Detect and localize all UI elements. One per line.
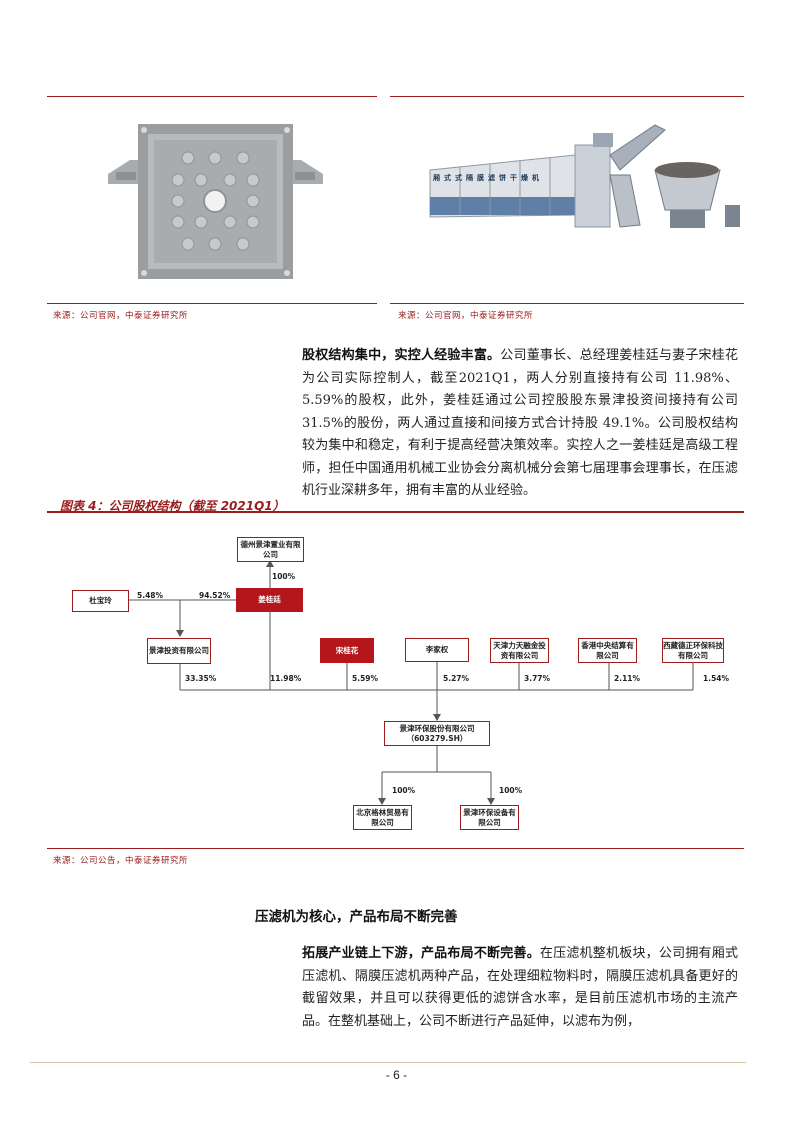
pct-xizang: 1.54% [703, 674, 730, 683]
machine-banner-char: 燥 [521, 174, 528, 182]
pct-invest: 33.35% [185, 674, 217, 683]
source-right: 来源：公司官网，中泰证券研究所 [398, 311, 534, 321]
pct-jiang: 11.98% [270, 674, 302, 683]
figure-title: 图表 4：公司股权结构（截至 2021Q1） [60, 499, 285, 513]
node-xizang: 西藏德正环保科技有限公司 [662, 638, 724, 663]
section-heading: 压滤机为核心，产品布局不断完善 [255, 909, 458, 925]
node-jingjin-invest: 景津投资有限公司 [147, 638, 211, 664]
paragraph-equity-bold: 股权结构集中，实控人经验丰富。 [302, 348, 501, 363]
pct-beijing: 100% [392, 786, 416, 795]
paragraph-equity-text: 公司董事长、总经理姜桂廷与妻子宋桂花为公司实际控制人，截至2021Q1，两人分别… [302, 348, 738, 498]
source-rule-right [390, 303, 744, 304]
machine-banner: 厢 式 式 隔 膜 滤 饼 干 燥 机 [433, 173, 575, 183]
filter-plate-image [108, 122, 323, 282]
page-number: - 6 - [385, 1068, 408, 1082]
machine-banner-char: 饼 [499, 174, 506, 182]
machine-banner-char: 厢 [433, 174, 440, 182]
pct-shebei: 100% [499, 786, 523, 795]
dryer-machine-image: 厢 式 式 隔 膜 滤 饼 干 燥 机 [425, 115, 745, 245]
figure-title-bar [47, 494, 744, 513]
node-li: 李家权 [405, 638, 469, 662]
machine-banner-char: 机 [532, 174, 539, 182]
node-song: 宋桂花 [320, 638, 374, 663]
pct-hongkong: 2.11% [614, 674, 641, 683]
node-beijing: 北京格林贸易有限公司 [353, 805, 412, 830]
top-rule-right [390, 96, 744, 97]
paragraph-equity-structure: 股权结构集中，实控人经验丰富。公司董事长、总经理姜桂廷与妻子宋桂花为公司实际控制… [302, 345, 738, 503]
node-hongkong: 香港中央结算有限公司 [578, 638, 637, 663]
source-left: 来源：公司官网，中泰证券研究所 [53, 311, 189, 321]
pct-dezhou: 100% [272, 572, 296, 581]
source-rule-left [47, 303, 377, 304]
machine-banner-char: 隔 [466, 174, 473, 182]
node-shebei: 景津环保设备有限公司 [460, 805, 519, 830]
pct-li: 5.27% [443, 674, 470, 683]
figure-source-rule [47, 848, 744, 849]
figure-source: 来源：公司公告，中泰证券研究所 [53, 856, 189, 866]
node-tianjin: 天津力天融金投资有限公司 [490, 638, 549, 663]
machine-banner-char: 膜 [477, 174, 484, 182]
node-dezhou: 德州景津置业有限公司 [237, 537, 304, 562]
paragraph-product-text: 在压滤机整机板块，公司拥有厢式压滤机、隔膜压滤机两种产品，在处理细粒物料时，隔膜… [302, 946, 738, 1029]
machine-banner-char: 式 [455, 174, 462, 182]
node-company: 景津环保股份有限公司（603279.SH） [384, 721, 490, 746]
node-du: 杜宝玲 [72, 590, 129, 612]
node-jiang: 姜桂廷 [236, 588, 303, 612]
paragraph-product-layout: 拓展产业链上下游，产品布局不断完善。在压滤机整机板块，公司拥有厢式压滤机、隔膜压… [302, 943, 738, 1033]
paragraph-product-bold: 拓展产业链上下游，产品布局不断完善。 [302, 946, 540, 961]
machine-banner-char: 干 [510, 174, 517, 182]
pct-song: 5.59% [352, 674, 379, 683]
footer-rule [30, 1062, 746, 1063]
pct-jiang-invest: 94.52% [199, 591, 231, 600]
pct-tianjin: 3.77% [524, 674, 551, 683]
top-rule-left [47, 96, 377, 97]
pct-du: 5.48% [137, 591, 164, 600]
machine-banner-char: 滤 [488, 174, 495, 182]
machine-banner-char: 式 [444, 174, 451, 182]
